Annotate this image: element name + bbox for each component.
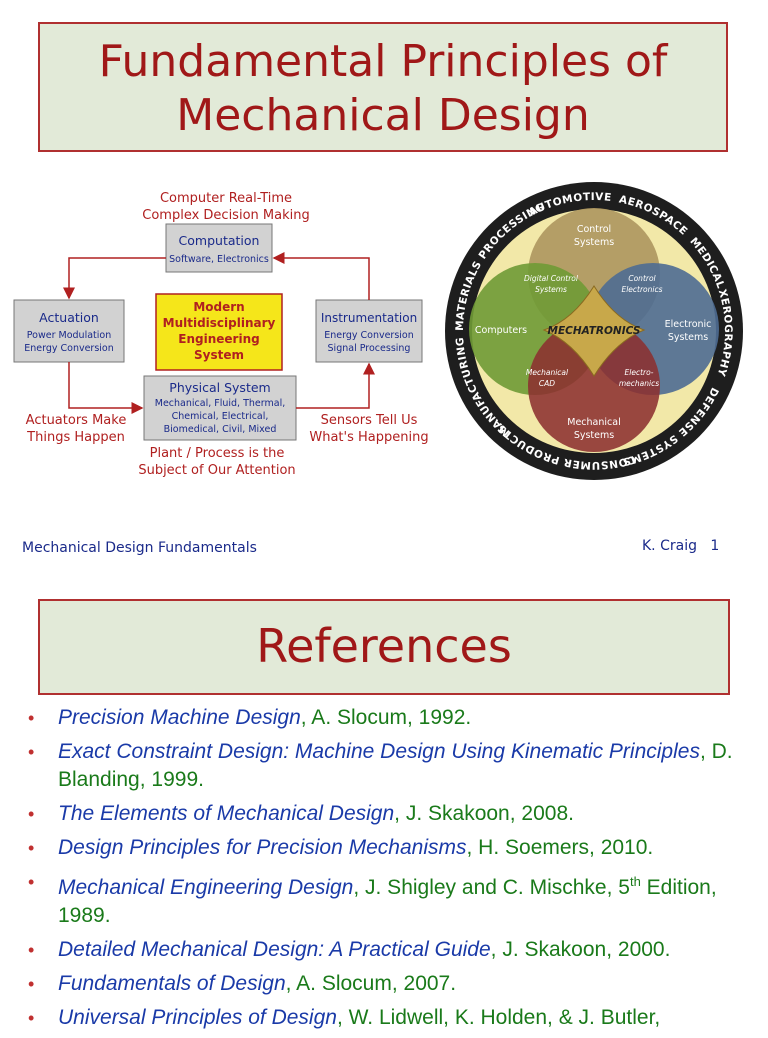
top-note-line-1: Computer Real-Time: [160, 191, 292, 206]
reference-title: Detailed Mechanical Design: A Practical …: [58, 938, 491, 961]
actuation-box: [13, 299, 125, 363]
reference-title: The Elements of Mechanical Design: [58, 802, 395, 825]
bullet-icon: •: [28, 742, 35, 762]
reference-details: , A. Slocum, 1992.: [300, 706, 472, 729]
reference-item: • Design Principles for Precision Mechani…: [22, 834, 762, 862]
arrow-instrumentation-to-computation: [272, 252, 370, 300]
physical-line-3: Biomedical, Civil, Mixed: [164, 424, 277, 435]
slide-title-line-2: Mechanical Design: [176, 90, 590, 141]
reference-details: , D. Blanding, 1999.: [58, 740, 733, 791]
mechatronics-label: MECHATRONICS: [548, 325, 641, 337]
bullet-icon: •: [28, 974, 35, 994]
reference-title: Precision Machine Design: [58, 706, 301, 729]
reference-item: • Exact Constraint Design: Machine Design…: [22, 738, 762, 794]
mechanical-systems-line-1: Mechanical: [567, 417, 620, 428]
digital-control-line-1: Digital Control: [524, 274, 579, 283]
center-line-2: Multidisciplinary: [163, 316, 276, 330]
reference-item: • Precision Machine Design, A. Slocum, 19…: [22, 704, 762, 732]
bullet-icon: •: [28, 872, 35, 892]
bullet-icon: •: [28, 838, 35, 858]
center-line-4: System: [194, 348, 244, 362]
instrumentation-sub-2: Signal Processing: [328, 343, 411, 354]
reference-details-2: Edition, 1989.: [58, 876, 717, 927]
footer-page-number: 1: [710, 538, 720, 554]
physical-line-1: Mechanical, Fluid, Thermal,: [155, 398, 285, 409]
reference-item: • The Elements of Mechanical Design, J. S…: [22, 800, 762, 828]
mechanical-systems-circle: [528, 320, 660, 452]
electromechanics-line-2: mechanics: [619, 379, 659, 388]
system-diagram: Computer Real-Time Complex Decision Maki…: [13, 191, 429, 478]
electronic-systems-line-2: Systems: [668, 332, 708, 343]
control-systems-line-1: Control: [577, 224, 611, 235]
reference-item: • Universal Principles of Design, W. Lidw…: [22, 1004, 762, 1032]
bullet-icon: •: [28, 940, 35, 960]
reference-details: , J. Skakoon, 2008.: [394, 802, 574, 825]
reference-details: , H. Soemers, 2010.: [466, 836, 654, 859]
control-systems-line-2: Systems: [574, 237, 614, 248]
actuation-sub-2: Energy Conversion: [24, 343, 114, 354]
slide-title-box: Fundamental Principles of Mechanical Des…: [38, 22, 728, 152]
center-line-1: Modern: [193, 300, 244, 314]
left-note-line-2: Things Happen: [26, 430, 125, 445]
references-title: References: [256, 619, 512, 673]
reference-item: • Fundamentals of Design, A. Slocum, 2007…: [22, 970, 762, 998]
computation-sub: Software, Electronics: [169, 254, 269, 265]
electronic-systems-line-1: Electronic: [665, 319, 712, 330]
reference-details: , J. Skakoon, 2000.: [490, 938, 671, 961]
actuation-title: Actuation: [39, 310, 99, 325]
references-title-box: References: [38, 599, 730, 695]
instrumentation-box: [315, 299, 423, 363]
left-note-line-1: Actuators Make: [26, 413, 127, 428]
right-note-line-2: What's Happening: [309, 430, 428, 445]
references-list: • Precision Machine Design, A. Slocum, 19…: [22, 704, 762, 1038]
reference-title: Exact Constraint Design: Machine Design …: [58, 740, 700, 763]
computers-label: Computers: [475, 325, 527, 336]
physical-system-box: [143, 375, 297, 441]
computation-title: Computation: [179, 233, 260, 248]
instrumentation-sub-1: Energy Conversion: [324, 330, 414, 341]
control-electronics-line-2: Electronics: [621, 285, 662, 294]
arrow-actuation-to-physical: [68, 362, 144, 414]
reference-details: , A. Slocum, 2007.: [285, 972, 457, 995]
mechatronics-center: [542, 285, 646, 377]
bottom-note-line-2: Subject of Our Attention: [138, 463, 295, 478]
top-note-line-2: Complex Decision Making: [142, 208, 309, 223]
digital-control-line-2: Systems: [535, 285, 567, 294]
physical-title: Physical System: [169, 380, 270, 395]
mechanical-cad-line-1: Mechanical: [526, 368, 569, 377]
control-electronics-line-1: Control: [628, 274, 656, 283]
modern-system-box: [155, 293, 283, 371]
arrow-physical-to-instrumentation: [296, 362, 375, 409]
footer-author: K. Craig: [642, 538, 697, 554]
instrumentation-title: Instrumentation: [321, 311, 417, 325]
computation-box: [165, 223, 273, 273]
footer-author-page: K. Craig 1: [642, 538, 719, 554]
reference-title: Design Principles for Precision Mechanis…: [58, 836, 467, 859]
reference-title: Fundamentals of Design: [58, 972, 286, 995]
mechanical-cad-line-2: CAD: [539, 379, 555, 388]
mechanical-systems-line-2: Systems: [574, 430, 614, 441]
bullet-icon: •: [28, 708, 35, 728]
reference-title: Mechanical Engineering Design: [58, 876, 354, 899]
slide-title-line-1: Fundamental Principles of: [98, 36, 668, 87]
reference-item: • Detailed Mechanical Design: A Practical…: [22, 936, 762, 964]
right-note-line-1: Sensors Tell Us: [321, 413, 418, 428]
physical-line-2: Chemical, Electrical,: [172, 411, 269, 422]
bullet-icon: •: [28, 804, 35, 824]
footer-course-title: Mechanical Design Fundamentals: [22, 540, 257, 556]
mechatronics-diagram: MECHATRONICS Control Systems Computers E…: [445, 182, 743, 480]
bottom-note-line-1: Plant / Process is the: [150, 446, 285, 461]
electromechanics-line-1: Electro-: [625, 368, 654, 377]
reference-item: • Mechanical Engineering Design, J. Shigl…: [22, 868, 762, 930]
center-line-3: Engineering: [178, 332, 259, 346]
reference-details: , J. Shigley and C. Mischke, 5: [353, 876, 630, 899]
actuation-sub-1: Power Modulation: [27, 330, 111, 341]
reference-superscript: th: [629, 874, 641, 889]
arrow-computation-to-actuation: [63, 257, 166, 300]
bullet-icon: •: [28, 1008, 35, 1028]
reference-details: , W. Lidwell, K. Holden, & J. Butler,: [336, 1006, 661, 1029]
reference-title: Universal Principles of Design: [58, 1006, 337, 1029]
